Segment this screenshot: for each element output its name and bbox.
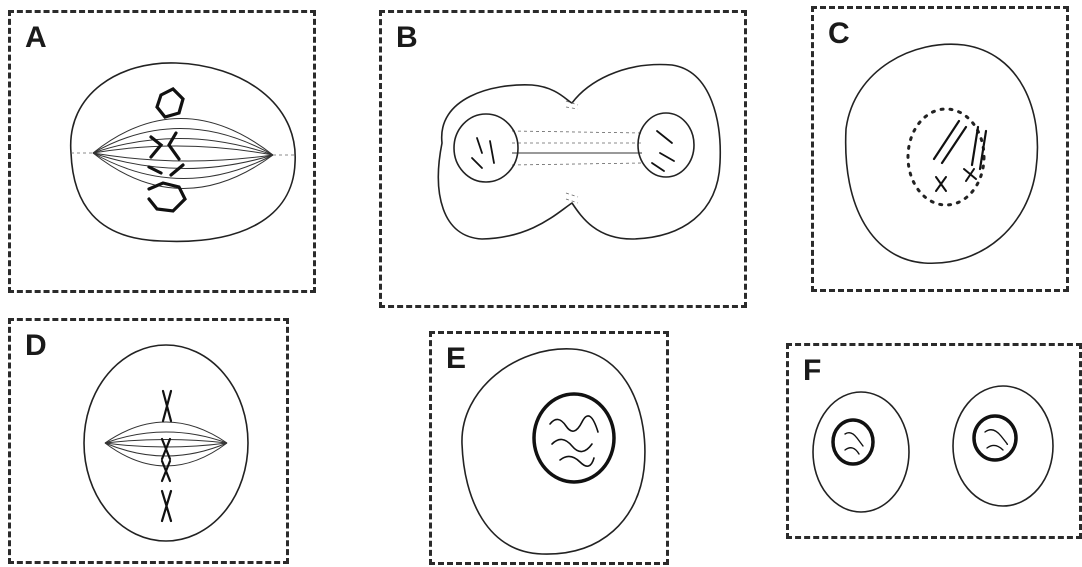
panel-d: D	[8, 318, 289, 564]
cell-membrane	[846, 44, 1038, 263]
cleavage-furrow	[566, 101, 578, 203]
panel-e: E	[429, 331, 669, 565]
daughter-cell-right	[953, 386, 1053, 506]
spindle-fibers	[105, 422, 227, 466]
panel-b: B	[379, 10, 747, 308]
nucleus	[833, 420, 873, 464]
panel-f: F	[786, 343, 1082, 539]
cell-d-drawing	[11, 321, 286, 561]
cell-e-drawing	[432, 334, 666, 562]
cell-c-drawing	[814, 9, 1066, 289]
spindle-fibers	[512, 131, 642, 165]
panel-a: A	[8, 10, 316, 293]
cell-f-drawing	[789, 346, 1079, 536]
cell-b-drawing	[382, 13, 744, 305]
spindle-fibers	[71, 118, 295, 188]
daughter-nuclei	[454, 113, 694, 182]
chromosomes	[149, 89, 185, 211]
condensed-chromosomes	[934, 121, 986, 191]
daughter-cell-left	[813, 392, 909, 512]
chromatin	[550, 416, 598, 466]
cell-a-drawing	[11, 13, 313, 290]
cell-membrane	[71, 63, 296, 241]
nucleus	[534, 394, 614, 482]
cell-membrane	[462, 349, 645, 554]
nucleus	[974, 416, 1016, 460]
panel-c: C	[811, 6, 1069, 292]
